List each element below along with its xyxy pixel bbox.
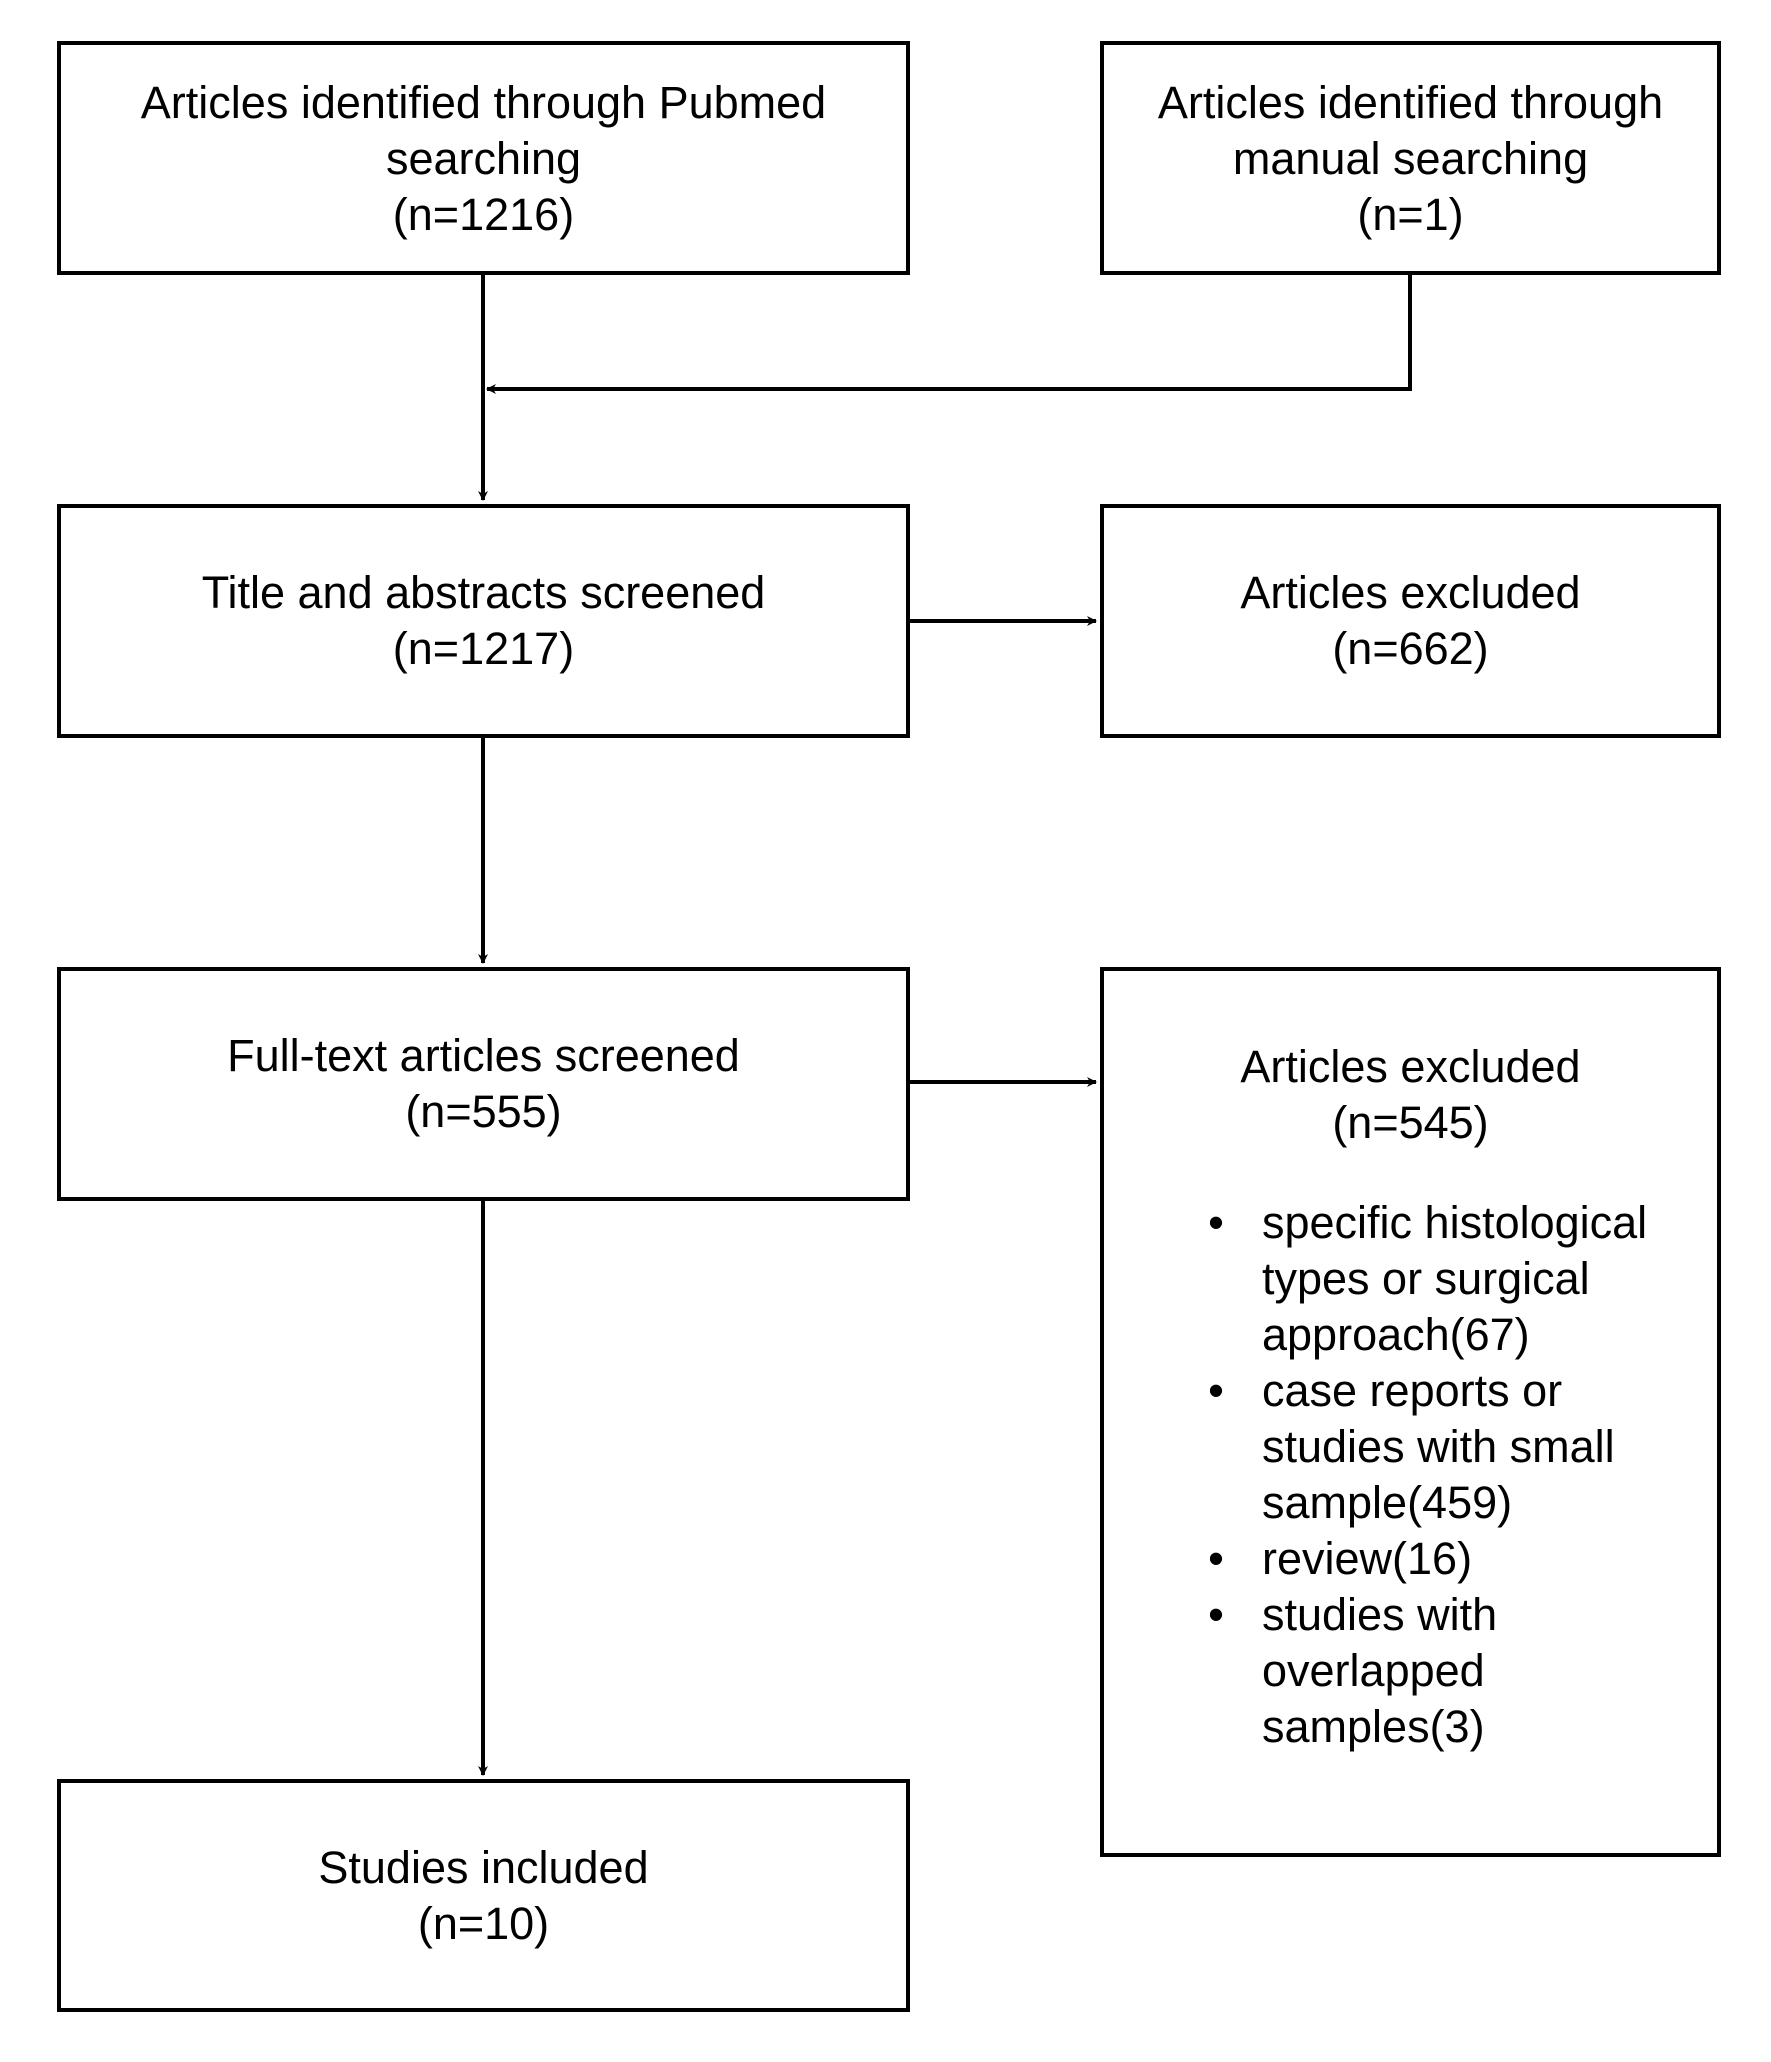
pubmed-box-count: (n=1216) <box>392 189 575 240</box>
manual-box-count: (n=1) <box>1357 189 1464 240</box>
pubmed-box-line-1: Articles identified through Pubmed <box>140 77 827 128</box>
exclusion-reason: • specific histological types or surgica… <box>1208 1195 1677 1363</box>
bullet-icon: • <box>1208 1365 1224 1416</box>
title-abstract-screened-box: Title and abstracts screened (n=1217) <box>57 504 910 738</box>
reason-line: studies with <box>1262 1589 1498 1640</box>
bullet-icon: • <box>1208 1589 1224 1640</box>
reason-line: types or surgical <box>1262 1253 1590 1304</box>
fulltext-box-label: Full-text articles screened <box>227 1030 740 1081</box>
pubmed-box-line-2: searching <box>385 133 582 184</box>
title-box-count: (n=1217) <box>392 623 575 674</box>
exclusion-reason: • studies with overlapped samples(3) <box>1208 1587 1677 1755</box>
bullet-icon: • <box>1208 1533 1224 1584</box>
excluded-2-label: Articles excluded <box>1240 1041 1581 1092</box>
exclusion-reason: • review(16) <box>1208 1531 1677 1587</box>
exclusion-reason: • case reports or studies with small sam… <box>1208 1363 1677 1531</box>
fulltext-screened-box: Full-text articles screened (n=555) <box>57 967 910 1201</box>
studies-included-box: Studies included (n=10) <box>57 1779 910 2012</box>
excluded-1-label: Articles excluded <box>1240 567 1581 618</box>
reason-line: studies with small <box>1262 1421 1615 1472</box>
reason-line: sample(459) <box>1262 1477 1513 1528</box>
manual-box-line-2: manual searching <box>1232 133 1589 184</box>
exclusion-reasons-list: • specific histological types or surgica… <box>1104 1195 1717 1755</box>
included-box-count: (n=10) <box>417 1897 550 1949</box>
excluded-after-fulltext-box: Articles excluded (n=545) • specific his… <box>1100 967 1721 1857</box>
bullet-icon: • <box>1208 1197 1224 1248</box>
reason-line: overlapped <box>1262 1645 1485 1696</box>
arrow-manual-to-main <box>486 275 1412 394</box>
excluded-2-count: (n=545) <box>1332 1097 1489 1148</box>
manual-identified-box: Articles identified through manual searc… <box>1100 41 1721 275</box>
fulltext-box-count: (n=555) <box>405 1086 562 1137</box>
manual-box-line-1: Articles identified through <box>1157 77 1664 128</box>
reason-line: review(16) <box>1262 1533 1473 1584</box>
title-box-label: Title and abstracts screened <box>201 567 766 618</box>
reason-line: specific histological <box>1262 1197 1648 1248</box>
reason-line: approach(67) <box>1262 1309 1530 1360</box>
included-box-label: Studies included <box>318 1841 649 1893</box>
excluded-after-title-box: Articles excluded (n=662) <box>1100 504 1721 738</box>
pubmed-identified-box: Articles identified through Pubmed searc… <box>57 41 910 275</box>
excluded-1-count: (n=662) <box>1332 623 1489 674</box>
reason-line: case reports or <box>1262 1365 1563 1416</box>
reason-line: samples(3) <box>1262 1701 1485 1752</box>
